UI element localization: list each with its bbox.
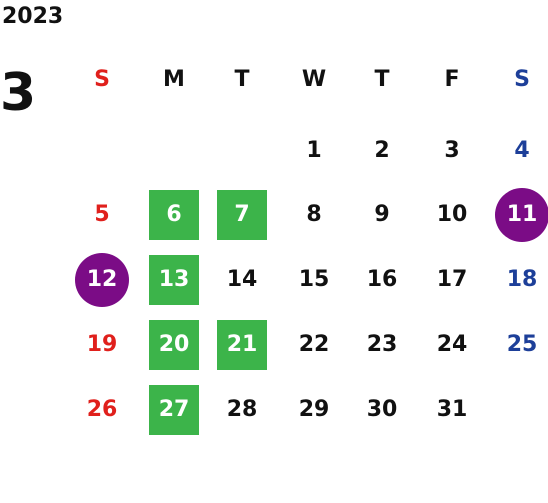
weekday-label: W	[301, 67, 327, 92]
day-cell-1[interactable]: 1	[284, 126, 344, 176]
day-number: 18	[506, 267, 538, 292]
day-cell-8[interactable]: 8	[284, 190, 344, 240]
day-number: 17	[436, 267, 468, 292]
weekday-label: S	[94, 67, 110, 92]
green-highlight	[149, 385, 199, 435]
day-cell-2[interactable]: 2	[352, 126, 412, 176]
day-cell-22[interactable]: 22	[284, 320, 344, 370]
green-highlight	[149, 190, 199, 240]
day-cell-4[interactable]: 4	[492, 126, 548, 176]
day-number: 6	[166, 202, 182, 227]
day-cell-26[interactable]: 26	[72, 385, 132, 435]
weekday-label: T	[374, 67, 390, 92]
day-number: 29	[298, 397, 330, 422]
day-number: 3	[444, 138, 460, 163]
day-cell-24[interactable]: 24	[422, 320, 482, 370]
day-cell-17[interactable]: 17	[422, 255, 482, 305]
weekday-label: S	[514, 67, 530, 92]
day-cell-31[interactable]: 31	[422, 385, 482, 435]
day-cell-27[interactable]: 27	[144, 385, 204, 435]
day-number: 9	[374, 202, 390, 227]
day-number: 14	[226, 267, 258, 292]
day-cell-11[interactable]: 11	[492, 188, 548, 242]
weekday-label: F	[444, 67, 460, 92]
green-highlight	[149, 255, 199, 305]
day-number: 1	[306, 138, 322, 163]
weekday-label: T	[234, 67, 250, 92]
day-number: 5	[94, 202, 110, 227]
month-number: 3	[0, 63, 37, 123]
day-cell-25[interactable]: 25	[492, 320, 548, 370]
day-number: 15	[298, 267, 330, 292]
day-cell-21[interactable]: 21	[212, 320, 272, 370]
day-cell-15[interactable]: 15	[284, 255, 344, 305]
day-cell-28[interactable]: 28	[212, 385, 272, 435]
weekday-label: M	[163, 67, 185, 92]
day-cell-23[interactable]: 23	[352, 320, 412, 370]
day-cell-6[interactable]: 6	[144, 190, 204, 240]
day-number: 24	[436, 332, 468, 357]
day-cell-10[interactable]: 10	[422, 190, 482, 240]
day-number: 26	[86, 397, 118, 422]
day-cell-20[interactable]: 20	[144, 320, 204, 370]
day-cell-9[interactable]: 9	[352, 190, 412, 240]
green-highlight	[217, 320, 267, 370]
day-number: 10	[436, 202, 468, 227]
day-cell-14[interactable]: 14	[212, 255, 272, 305]
day-number: 13	[158, 267, 190, 292]
day-number: 4	[514, 138, 530, 163]
green-highlight	[149, 320, 199, 370]
day-cell-13[interactable]: 13	[144, 255, 204, 305]
year-label: 2023	[2, 4, 64, 29]
day-number: 27	[158, 397, 190, 422]
day-number: 8	[306, 202, 322, 227]
day-number: 2	[374, 138, 390, 163]
day-number: 31	[436, 397, 468, 422]
day-number: 11	[506, 202, 538, 227]
day-number: 30	[366, 397, 398, 422]
day-number: 28	[226, 397, 258, 422]
day-number: 22	[298, 332, 330, 357]
day-cell-30[interactable]: 30	[352, 385, 412, 435]
purple-circle-highlight	[75, 253, 129, 307]
day-number: 20	[158, 332, 190, 357]
day-cell-7[interactable]: 7	[212, 190, 272, 240]
day-cell-16[interactable]: 16	[352, 255, 412, 305]
day-cell-3[interactable]: 3	[422, 126, 482, 176]
day-number: 16	[366, 267, 398, 292]
day-cell-5[interactable]: 5	[72, 190, 132, 240]
day-number: 21	[226, 332, 258, 357]
green-highlight	[217, 190, 267, 240]
day-cell-29[interactable]: 29	[284, 385, 344, 435]
day-number: 7	[234, 202, 250, 227]
day-cell-18[interactable]: 18	[492, 255, 548, 305]
day-number: 25	[506, 332, 538, 357]
purple-circle-highlight	[495, 188, 548, 242]
day-cell-19[interactable]: 19	[72, 320, 132, 370]
day-cell-12[interactable]: 12	[72, 253, 132, 307]
day-number: 12	[86, 267, 118, 292]
day-number: 23	[366, 332, 398, 357]
day-number: 19	[86, 332, 118, 357]
